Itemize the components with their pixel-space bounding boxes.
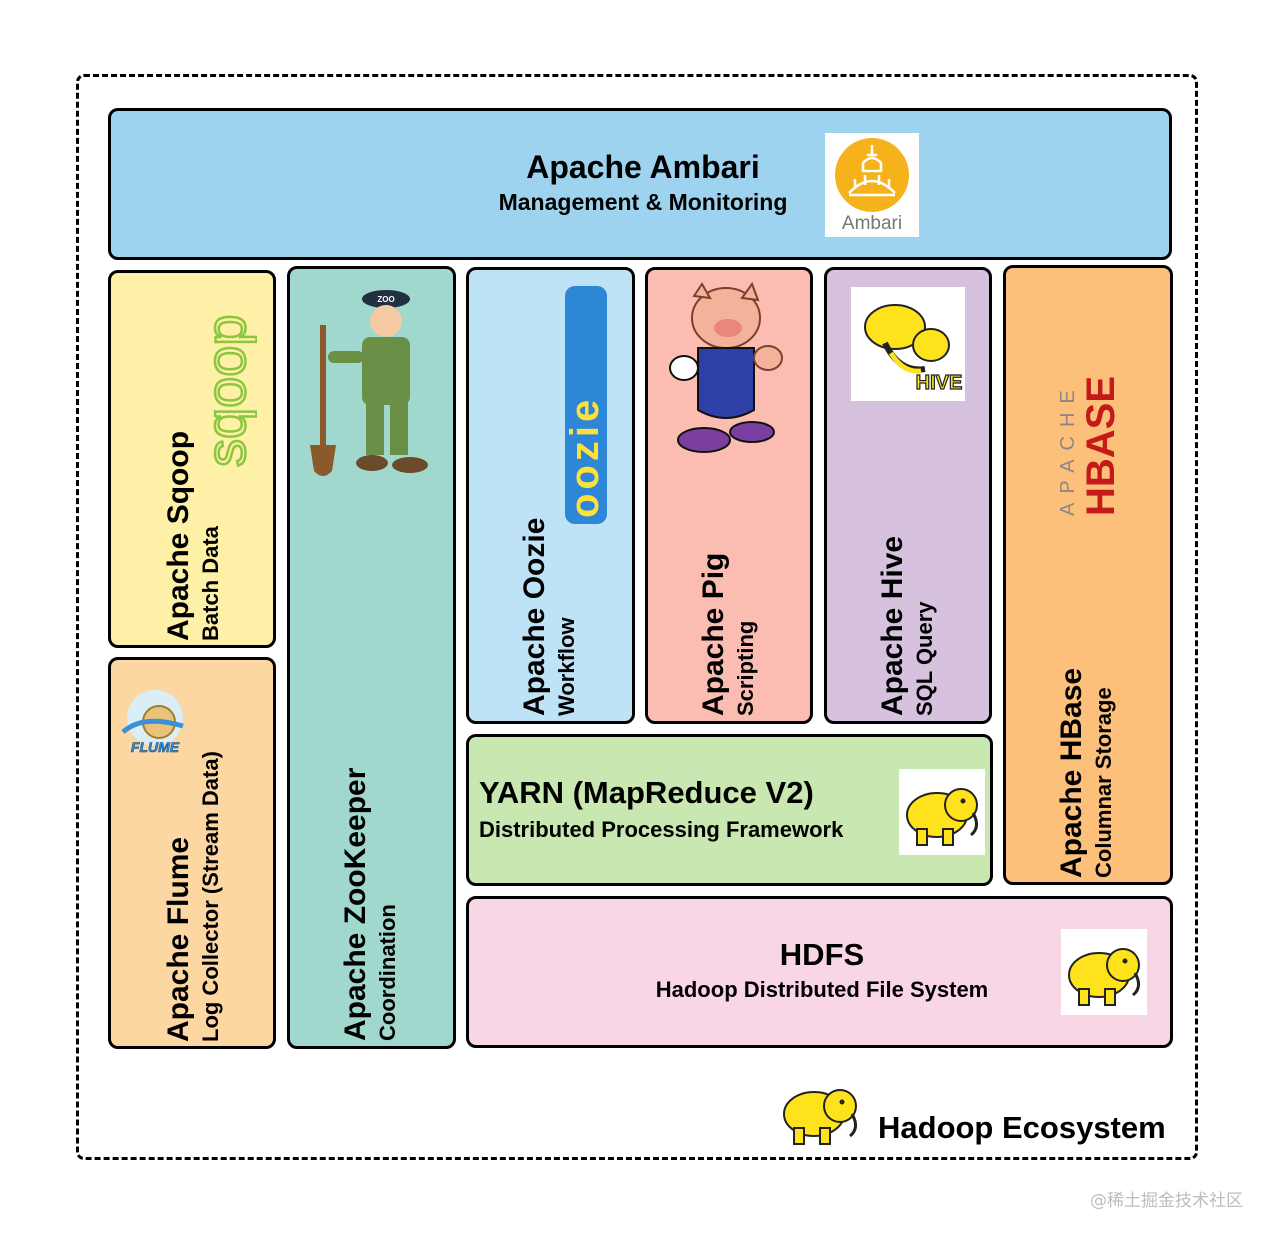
- oozie-subtitle: Workflow: [554, 617, 579, 716]
- hbase-title: Apache HBase: [1055, 667, 1088, 878]
- ecosystem-title: Hadoop Ecosystem: [878, 1110, 1166, 1145]
- ambari-title: Apache Ambari: [526, 149, 760, 185]
- oozie-logo-icon: oozie: [563, 284, 609, 526]
- hdfs-subtitle: Hadoop Distributed File System: [655, 977, 989, 1002]
- watermark: @稀土掘金技术社区: [1090, 1191, 1243, 1211]
- ecosystem-frame: [76, 74, 1198, 1160]
- pig-title: Apache Pig: [697, 552, 730, 716]
- oozie-box: Apache Oozie Workflow oozie: [466, 267, 635, 724]
- ambari-subtitle: Management & Monitoring: [498, 189, 788, 215]
- sqoop-box: Apache Sqoop Batch Data sqoop: [108, 270, 276, 648]
- ambari-logo-icon: Ambari: [825, 133, 919, 237]
- oozie-title: Apache Oozie: [518, 517, 551, 716]
- sqoop-logo-text: sqoop: [205, 314, 257, 467]
- zookeeper-logo-icon: ZOO: [306, 285, 444, 481]
- ambari-logo-text: Ambari: [842, 213, 902, 234]
- flume-subtitle: Log Collector (Stream Data): [198, 751, 223, 1042]
- hive-box: Apache Hive SQL Query HIVE: [824, 267, 992, 724]
- oozie-logo-text: oozie: [563, 396, 607, 518]
- hive-subtitle: SQL Query: [912, 601, 937, 716]
- sqoop-title: Apache Sqoop: [162, 430, 195, 641]
- hive-logo-icon: HIVE: [851, 287, 965, 401]
- flume-title: Apache Flume: [162, 836, 195, 1042]
- hadoop-elephant-icon: [776, 1078, 864, 1148]
- yarn-subtitle: Distributed Processing Framework: [479, 817, 844, 842]
- flume-logo-icon: FLUME: [113, 680, 195, 762]
- yarn-title: YARN (MapReduce V2): [479, 775, 814, 810]
- hbase-logo-icon: APACHE HBASE: [1056, 298, 1123, 518]
- zookeeper-subtitle: Coordination: [375, 904, 400, 1041]
- flume-logo-text: FLUME: [131, 739, 180, 755]
- hbase-subtitle: Columnar Storage: [1091, 687, 1116, 878]
- sqoop-logo-icon: sqoop: [193, 289, 259, 469]
- hdfs-box: HDFS Hadoop Distributed File System: [466, 896, 1173, 1048]
- pig-box: Apache Pig Scripting: [645, 267, 813, 724]
- hive-logo-text: HIVE: [916, 372, 963, 394]
- pig-logo-icon: [668, 281, 790, 454]
- hive-title: Apache Hive: [876, 535, 909, 716]
- yarn-elephant-icon: [899, 769, 985, 855]
- pig-subtitle: Scripting: [733, 620, 758, 716]
- zookeeper-logo-text: ZOO: [377, 295, 394, 304]
- flume-box: Apache Flume Log Collector (Stream Data)…: [108, 657, 276, 1049]
- hdfs-title: HDFS: [779, 937, 865, 972]
- hbase-logo-apache: APACHE: [1057, 381, 1079, 516]
- hbase-box: Apache HBase Columnar Storage APACHE HBA…: [1003, 265, 1173, 885]
- zookeeper-title: Apache ZooKeeper: [339, 767, 372, 1041]
- ambari-box: Apache Ambari Management & Monitoring Am…: [108, 108, 1172, 260]
- yarn-box: YARN (MapReduce V2) Distributed Processi…: [466, 734, 993, 886]
- hbase-logo-hbase: HBASE: [1079, 376, 1120, 516]
- zookeeper-box: Apache ZooKeeper Coordination ZOO: [287, 266, 456, 1049]
- hdfs-elephant-icon: [1061, 929, 1147, 1015]
